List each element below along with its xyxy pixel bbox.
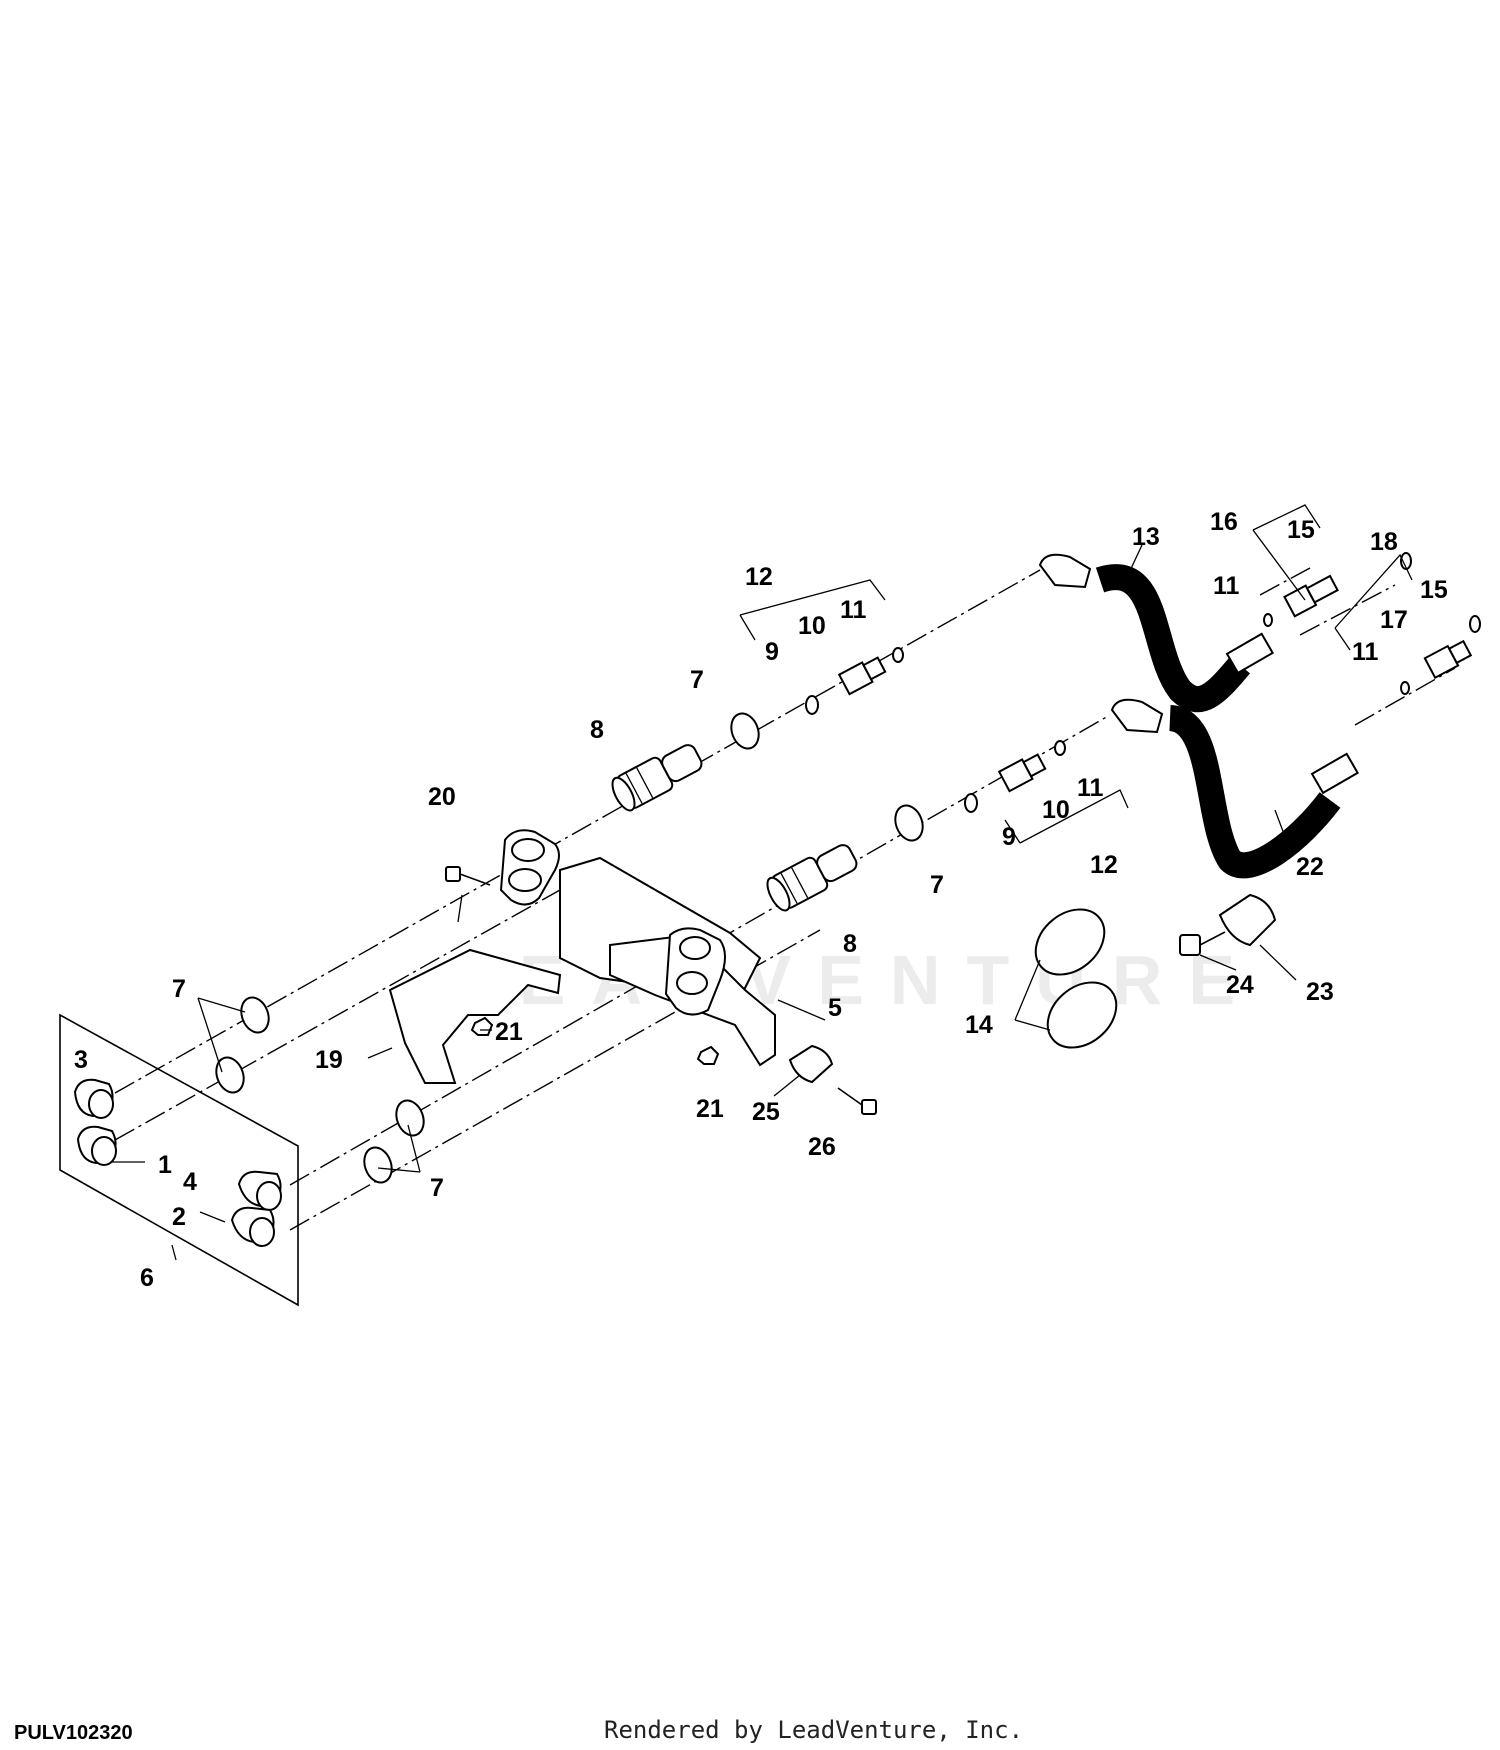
callout-8a: 8: [590, 716, 604, 744]
hydraulic-hoses: [1038, 553, 1360, 879]
callout-7c: 7: [690, 666, 704, 694]
callout-10a: 10: [798, 612, 826, 640]
callout-12a: 12: [745, 563, 773, 591]
callout-21a: 21: [495, 1018, 523, 1046]
callout-19: 19: [315, 1046, 343, 1074]
callout-7a: 7: [172, 975, 186, 1003]
callout-9a: 9: [765, 638, 779, 666]
callout-13: 13: [1132, 523, 1160, 551]
callout-14: 14: [965, 1011, 993, 1039]
callout-17: 17: [1380, 606, 1408, 634]
callout-15a: 15: [1287, 516, 1315, 544]
callout-2: 2: [172, 1203, 186, 1231]
callout-8b: 8: [843, 930, 857, 958]
callout-23: 23: [1306, 978, 1334, 1006]
quick-couplers: [611, 744, 858, 912]
o-rings: [805, 552, 1481, 813]
callout-12b: 12: [1090, 851, 1118, 879]
callout-4: 4: [183, 1168, 197, 1196]
callout-1: 1: [158, 1151, 172, 1179]
callout-10b: 10: [1042, 796, 1070, 824]
mounting-bracket: [499, 829, 776, 1067]
callout-11d: 11: [1352, 638, 1379, 666]
dust-plugs: [73, 1078, 282, 1247]
callout-16: 16: [1210, 508, 1238, 536]
leader-lines: [112, 504, 1413, 1261]
callout-18: 18: [1370, 528, 1398, 556]
drawing-id: PULV102320: [14, 1722, 133, 1744]
callout-6: 6: [140, 1264, 154, 1292]
plug-plate: [59, 1013, 299, 1307]
callout-20: 20: [428, 783, 456, 811]
callout-11c: 11: [1213, 572, 1240, 600]
callout-labels: 1 2 3 4 5 6 7 7 7 7 8 8 9 9 10 10 11 11 …: [74, 508, 1448, 1292]
callout-11a: 11: [840, 596, 867, 624]
callout-15b: 15: [1420, 576, 1448, 604]
callout-7d: 7: [930, 871, 944, 899]
hydraulic-adapters: [837, 574, 1473, 793]
callout-5: 5: [828, 994, 842, 1022]
retaining-rings: [215, 712, 924, 1184]
callout-26: 26: [808, 1133, 836, 1161]
callout-22: 22: [1296, 853, 1324, 881]
callout-9b: 9: [1002, 823, 1016, 851]
hardware: [445, 866, 1277, 1115]
callout-25: 25: [752, 1098, 780, 1126]
callout-21b: 21: [696, 1095, 724, 1123]
callout-11b: 11: [1077, 774, 1104, 802]
callout-3: 3: [74, 1046, 88, 1074]
render-credit: Rendered by LeadVenture, Inc.: [604, 1716, 1024, 1744]
cable-ties: [1034, 908, 1118, 1049]
callout-24: 24: [1226, 971, 1254, 999]
callout-7b: 7: [430, 1174, 444, 1202]
support-bracket: [388, 948, 562, 1084]
